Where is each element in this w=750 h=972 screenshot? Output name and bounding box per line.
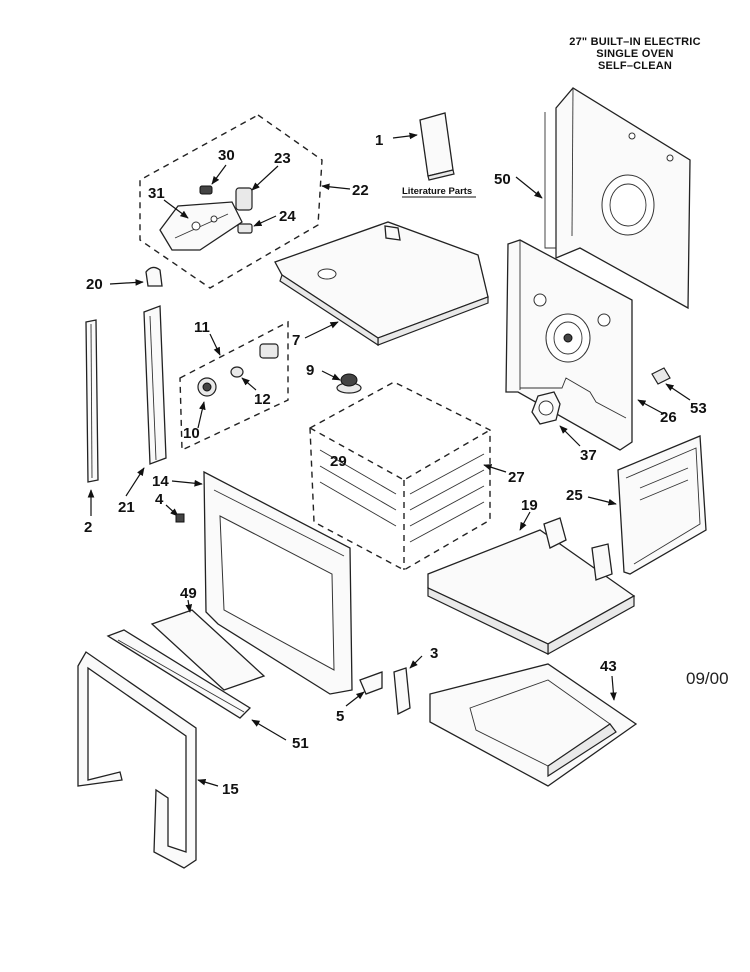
callout-29: 29 xyxy=(330,453,347,470)
clip-53[interactable] xyxy=(651,367,691,401)
callout-2: 2 xyxy=(84,519,92,536)
side-panel-right[interactable] xyxy=(587,435,707,575)
callout-26: 26 xyxy=(660,409,677,426)
callout-19: 19 xyxy=(521,497,538,514)
callout-27: 27 xyxy=(508,469,525,486)
bottom-panel[interactable] xyxy=(427,511,636,656)
callout-50: 50 xyxy=(494,171,511,188)
callout-20: 20 xyxy=(86,276,103,293)
callout-49: 49 xyxy=(180,585,197,602)
literature-booklet[interactable] xyxy=(392,112,455,181)
title-line-3: SELF–CLEAN xyxy=(597,60,673,72)
callout-12: 12 xyxy=(254,391,271,408)
sensor-9[interactable] xyxy=(321,370,362,394)
callout-14: 14 xyxy=(152,473,169,490)
title-line-2: SINGLE OVEN xyxy=(596,48,674,60)
callout-51: 51 xyxy=(292,735,309,752)
callout-10: 10 xyxy=(183,425,200,442)
drip-tray[interactable] xyxy=(429,663,638,787)
callout-3: 3 xyxy=(430,645,438,662)
callout-37: 37 xyxy=(580,447,597,464)
top-panel[interactable] xyxy=(274,221,489,347)
callout-53: 53 xyxy=(690,400,707,417)
callout-31: 31 xyxy=(148,185,165,202)
callout-25: 25 xyxy=(566,487,583,504)
front-frame[interactable] xyxy=(165,470,353,695)
callout-43: 43 xyxy=(600,658,617,675)
oven-cavity[interactable] xyxy=(309,381,507,571)
fan-gasket[interactable] xyxy=(531,391,581,447)
callout-24: 24 xyxy=(279,208,296,225)
literature-parts-label: Literature Parts xyxy=(402,186,472,197)
title-line-1: 27" BUILT–IN ELECTRIC xyxy=(569,36,701,48)
callout-21: 21 xyxy=(118,499,135,516)
switch-knob-group[interactable] xyxy=(179,320,289,452)
bracket-5[interactable] xyxy=(345,671,383,707)
callout-30: 30 xyxy=(218,147,235,164)
bracket-20[interactable] xyxy=(109,266,163,287)
callout-7: 7 xyxy=(292,332,300,349)
rear-panel[interactable] xyxy=(515,87,691,310)
callout-1: 1 xyxy=(375,132,383,149)
callout-4: 4 xyxy=(155,491,164,508)
callout-5: 5 xyxy=(336,708,344,725)
trim-49[interactable] xyxy=(150,599,266,691)
date-code: 09/00 xyxy=(686,669,729,688)
callout-9: 9 xyxy=(306,362,314,379)
diagram-title: 27" BUILT–IN ELECTRIC SINGLE OVEN SELF–C… xyxy=(560,36,710,72)
door-gasket[interactable] xyxy=(77,651,219,869)
side-trim-2[interactable] xyxy=(85,319,99,516)
bracket-3[interactable] xyxy=(393,655,423,716)
callout-22: 22 xyxy=(352,182,369,199)
control-assembly-group[interactable] xyxy=(139,114,351,289)
vent-trim-51[interactable] xyxy=(106,629,287,741)
callout-23: 23 xyxy=(274,150,291,167)
side-channel-21[interactable] xyxy=(125,305,167,497)
callout-15: 15 xyxy=(222,781,239,798)
callout-11: 11 xyxy=(194,319,210,336)
